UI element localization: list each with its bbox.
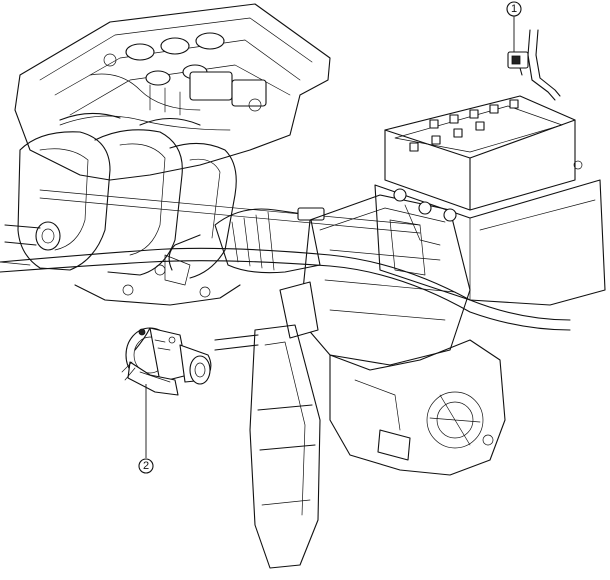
exhaust-pipe xyxy=(214,324,321,569)
intake-manifold xyxy=(0,112,241,306)
battery xyxy=(374,95,606,306)
callout-1-label: 1 xyxy=(511,3,517,15)
air-intake-duct xyxy=(168,207,325,274)
sensor-connector xyxy=(507,29,561,101)
callout-2: 2 xyxy=(138,384,154,474)
transaxle xyxy=(329,339,506,476)
starter-motor xyxy=(121,327,212,396)
callout-2-label: 2 xyxy=(143,460,149,472)
callout-1: 1 xyxy=(506,1,522,52)
engine-head-cover xyxy=(14,3,331,181)
